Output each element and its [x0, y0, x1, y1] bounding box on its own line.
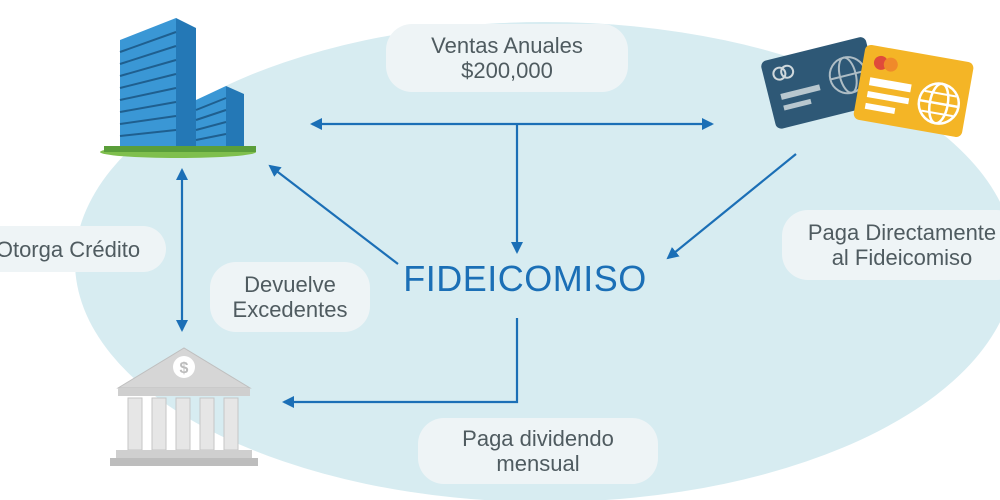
return-surplus-line1: Devuelve [244, 272, 336, 297]
monthly-dividend-line2: mensual [496, 451, 580, 476]
annual-sales-label: Ventas Anuales $200,000 [386, 24, 628, 92]
pay-direct-line1: Paga Directamente [807, 220, 997, 245]
monthly-dividend-line1: Paga dividendo [462, 426, 614, 451]
grant-credit-line1: Otorga Crédito [0, 236, 141, 262]
credit-cards-icon [761, 37, 974, 137]
monthly-dividend-label: Paga dividendo mensual [418, 418, 658, 484]
svg-text:$: $ [180, 360, 189, 377]
return-surplus-label: Devuelve Excedentes [210, 262, 370, 332]
arrow-trust-to-bank [282, 318, 519, 408]
pay-direct-line2: al Fideicomiso [831, 245, 973, 270]
pay-direct-label: Paga Directamente al Fideicomiso [782, 210, 1000, 280]
bank-icon: $ [110, 347, 258, 466]
office-buildings-icon [100, 18, 256, 158]
return-surplus-line2: Excedentes [232, 297, 348, 322]
arrow-trust-to-company [268, 164, 399, 265]
grant-credit-label: Otorga Crédito [0, 226, 166, 272]
trust-title: FIDEICOMISO [403, 258, 647, 299]
annual-sales-line2: $200,000 [461, 58, 553, 83]
background-ellipse [75, 22, 1000, 500]
annual-sales-line1: Ventas Anuales [431, 33, 583, 58]
arrow-cards-to-trust [666, 153, 797, 260]
